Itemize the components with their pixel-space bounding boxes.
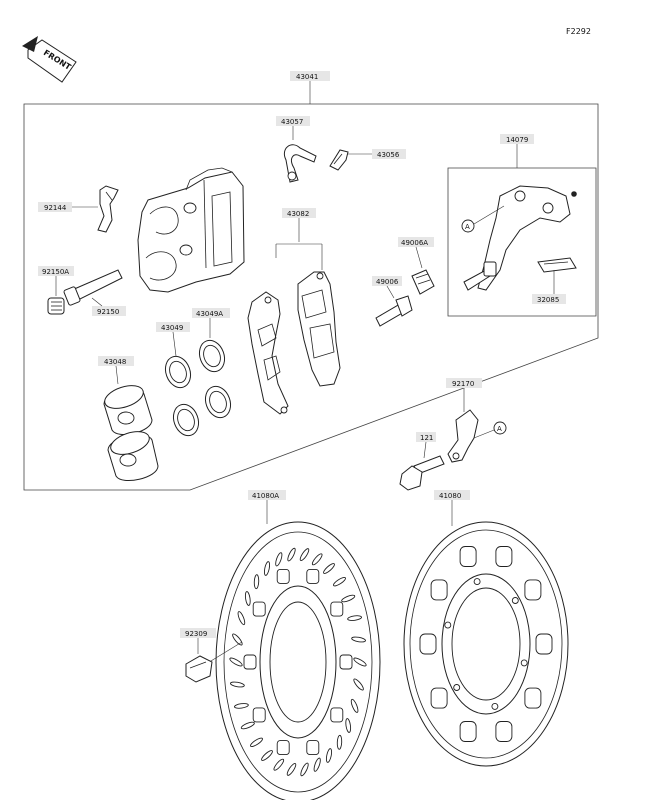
- label-disc: 41080: [434, 490, 470, 500]
- label-bleed-pipe: 43057: [276, 116, 310, 126]
- guide-pin-part: [375, 295, 413, 327]
- svg-text:43041: 43041: [296, 73, 318, 81]
- label-bolt: 121: [416, 432, 436, 442]
- boot-a-part: [411, 269, 435, 295]
- svg-text:92309: 92309: [185, 630, 207, 638]
- callout-a-top: A: [461, 205, 505, 233]
- label-pin-2: 49006: [372, 276, 402, 286]
- caliper-body: [137, 167, 245, 293]
- label-bracket: 14079: [500, 134, 534, 144]
- svg-text:41080: 41080: [439, 492, 461, 500]
- svg-text:14079: 14079: [506, 136, 528, 144]
- piston-top-part: [103, 385, 153, 435]
- svg-text:43082: 43082: [287, 210, 309, 218]
- pad-spring-part: [97, 185, 119, 233]
- label-piston: 43048: [98, 356, 134, 366]
- svg-text:A: A: [465, 223, 470, 231]
- label-seal: 43049: [156, 322, 190, 332]
- label-boot-a: 49006A: [398, 237, 434, 247]
- bracket-pin-part: [463, 261, 497, 291]
- slide-pin-part: [63, 269, 123, 306]
- svg-text:43049: 43049: [161, 324, 183, 332]
- svg-text:49006A: 49006A: [401, 239, 428, 247]
- svg-text:43048: 43048: [104, 358, 126, 366]
- svg-text:92150A: 92150A: [42, 268, 69, 276]
- brake-disc-slotted: [215, 521, 381, 800]
- bracket-group-frame: [447, 167, 597, 317]
- caliper-group-frame: [23, 103, 599, 491]
- brake-pad-left: [247, 291, 289, 415]
- label-hose-clamp: 92170: [446, 378, 482, 388]
- label-seal-a: 43049A: [192, 308, 230, 318]
- brake-disc-plain: [403, 521, 569, 767]
- svg-text:A: A: [497, 425, 502, 433]
- label-boot: 92150A: [38, 266, 74, 276]
- svg-text:43049A: 43049A: [196, 310, 223, 318]
- label-pad-assy: 43082: [282, 208, 316, 218]
- svg-text:49006: 49006: [376, 278, 399, 286]
- label-bleed-valve: 43056: [372, 149, 406, 159]
- bracket-spring-part: [537, 257, 577, 273]
- bleed-pipe-part: [284, 144, 317, 183]
- label-bracket-spring: 32085: [532, 294, 566, 304]
- callout-a-bottom: A: [473, 421, 507, 439]
- label-caliper-assy: 43041: [290, 71, 330, 81]
- front-arrow-icon: FRONT: [22, 36, 77, 83]
- svg-text:92150: 92150: [97, 308, 119, 316]
- bolt-part: [399, 455, 445, 491]
- piston-bottom-part: [107, 431, 159, 481]
- label-spring: 92144: [38, 202, 72, 212]
- svg-text:43056: 43056: [377, 151, 400, 159]
- piston-seals: [164, 339, 232, 437]
- svg-text:43057: 43057: [281, 118, 303, 126]
- label-pin: 92150: [92, 306, 126, 316]
- disc-bolt-part: [185, 655, 213, 683]
- svg-text:92170: 92170: [452, 380, 474, 388]
- brake-pad-right: [297, 271, 341, 387]
- label-disc-bolt: 92309: [180, 628, 216, 638]
- svg-text:121: 121: [420, 434, 433, 442]
- svg-text:32085: 32085: [537, 296, 559, 304]
- bracket-part: [477, 185, 577, 291]
- hose-clamp-part: [447, 409, 479, 463]
- svg-text:92144: 92144: [44, 204, 67, 212]
- bleed-valve-part: [329, 149, 349, 171]
- figure-code: F2292: [566, 27, 591, 36]
- boot-part: [47, 297, 65, 315]
- label-disc-a: 41080A: [248, 490, 286, 500]
- svg-text:41080A: 41080A: [252, 492, 279, 500]
